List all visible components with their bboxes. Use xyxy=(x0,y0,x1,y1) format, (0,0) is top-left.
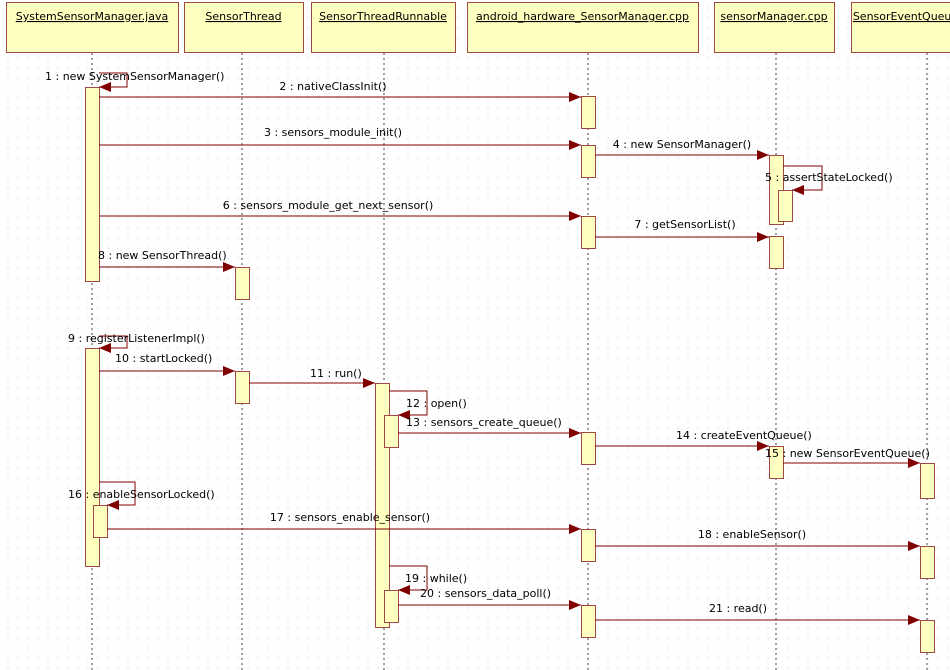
message-arrow xyxy=(389,390,428,420)
lifeline-header-label: SensorThreadRunnable xyxy=(319,10,447,23)
message-5: 5 : assertStateLocked() xyxy=(765,165,893,195)
activation-bar xyxy=(93,505,108,538)
message-label: 20 : sensors_data_poll() xyxy=(420,587,551,600)
message-3: 3 : sensors_module_init() xyxy=(99,126,581,150)
lifeline-header-box xyxy=(6,2,179,53)
activation-bar xyxy=(920,463,935,499)
message-14: 14 : createEventQueue() xyxy=(595,429,812,451)
message-1: 1 : new SystemSensorManager() xyxy=(45,70,224,92)
message-4: 4 : new SensorManager() xyxy=(595,138,769,160)
message-17: 17 : sensors_enable_sensor() xyxy=(107,511,581,534)
message-label: 2 : nativeClassInit() xyxy=(279,80,386,93)
activation-bar xyxy=(581,529,596,562)
activation-bar xyxy=(581,96,596,129)
lifeline-header-box xyxy=(311,2,456,53)
activation-bar xyxy=(769,236,784,269)
message-7: 7 : getSensorList() xyxy=(595,218,769,242)
message-arrow xyxy=(389,565,428,595)
message-10: 10 : startLocked() xyxy=(99,352,235,376)
lifeline-header-box xyxy=(467,2,699,53)
lifeline-header-label: SystemSensorManager.java xyxy=(16,10,168,23)
message-label: 15 : new SensorEventQueue() xyxy=(765,447,930,460)
activation-bar xyxy=(235,267,250,300)
message-arrow xyxy=(99,72,128,92)
activation-bar xyxy=(581,432,596,465)
message-label: 9 : registerListenerImpl() xyxy=(68,332,205,345)
activation-bar xyxy=(581,145,596,178)
lifeline-header-label: android_hardware_SensorManager.cpp xyxy=(476,10,689,23)
message-15: 15 : new SensorEventQueue() xyxy=(765,447,930,468)
lifeline-header-box xyxy=(714,2,835,53)
message-12: 12 : open() xyxy=(389,390,467,420)
activation-bar xyxy=(581,605,596,638)
activation-bar xyxy=(85,87,100,282)
message-label: 1 : new SystemSensorManager() xyxy=(45,70,224,83)
message-label: 10 : startLocked() xyxy=(115,352,212,365)
lifeline-header-label: SensorThread xyxy=(205,10,281,23)
message-8: 8 : new SensorThread() xyxy=(98,249,235,272)
activation-bar xyxy=(778,190,793,222)
message-9: 9 : registerListenerImpl() xyxy=(68,332,205,353)
lifeline-header-box xyxy=(184,2,304,53)
message-2: 2 : nativeClassInit() xyxy=(99,80,581,102)
message-18: 18 : enableSensor() xyxy=(595,528,920,551)
message-arrow xyxy=(99,335,128,353)
message-20: 20 : sensors_data_poll() xyxy=(398,587,581,610)
message-label: 18 : enableSensor() xyxy=(698,528,806,541)
message-label: 4 : new SensorManager() xyxy=(613,138,751,151)
activation-bar xyxy=(235,371,250,404)
message-label: 6 : sensors_module_get_next_sensor() xyxy=(223,199,434,212)
message-label: 21 : read() xyxy=(709,602,767,615)
message-arrow xyxy=(99,481,136,510)
message-label: 14 : createEventQueue() xyxy=(676,429,812,442)
message-label: 3 : sensors_module_init() xyxy=(264,126,402,139)
activation-bar xyxy=(920,546,935,579)
activation-bar xyxy=(384,415,399,448)
message-label: 13 : sensors_create_queue() xyxy=(406,416,562,429)
message-arrow xyxy=(783,165,823,195)
message-label: 5 : assertStateLocked() xyxy=(765,171,893,184)
message-label: 11 : run() xyxy=(310,367,362,380)
message-21: 21 : read() xyxy=(595,602,920,625)
lifeline-header-label: SensorEventQueue xyxy=(853,10,950,23)
activation-bar xyxy=(920,620,935,653)
message-label: 19 : while() xyxy=(405,572,467,585)
lifeline-header-label: sensorManager.cpp xyxy=(720,10,827,23)
activation-bar xyxy=(581,216,596,249)
activation-bar xyxy=(384,590,399,623)
lifeline-header-box xyxy=(851,2,950,53)
message-6: 6 : sensors_module_get_next_sensor() xyxy=(99,199,581,221)
message-13: 13 : sensors_create_queue() xyxy=(398,416,581,438)
message-11: 11 : run() xyxy=(249,367,375,388)
message-label: 12 : open() xyxy=(406,397,467,410)
message-label: 17 : sensors_enable_sensor() xyxy=(270,511,430,524)
message-label: 7 : getSensorList() xyxy=(634,218,735,231)
message-label: 8 : new SensorThread() xyxy=(98,249,227,262)
message-16: 16 : enableSensorLocked() xyxy=(68,481,215,510)
message-19: 19 : while() xyxy=(389,565,467,595)
message-label: 16 : enableSensorLocked() xyxy=(68,488,215,501)
